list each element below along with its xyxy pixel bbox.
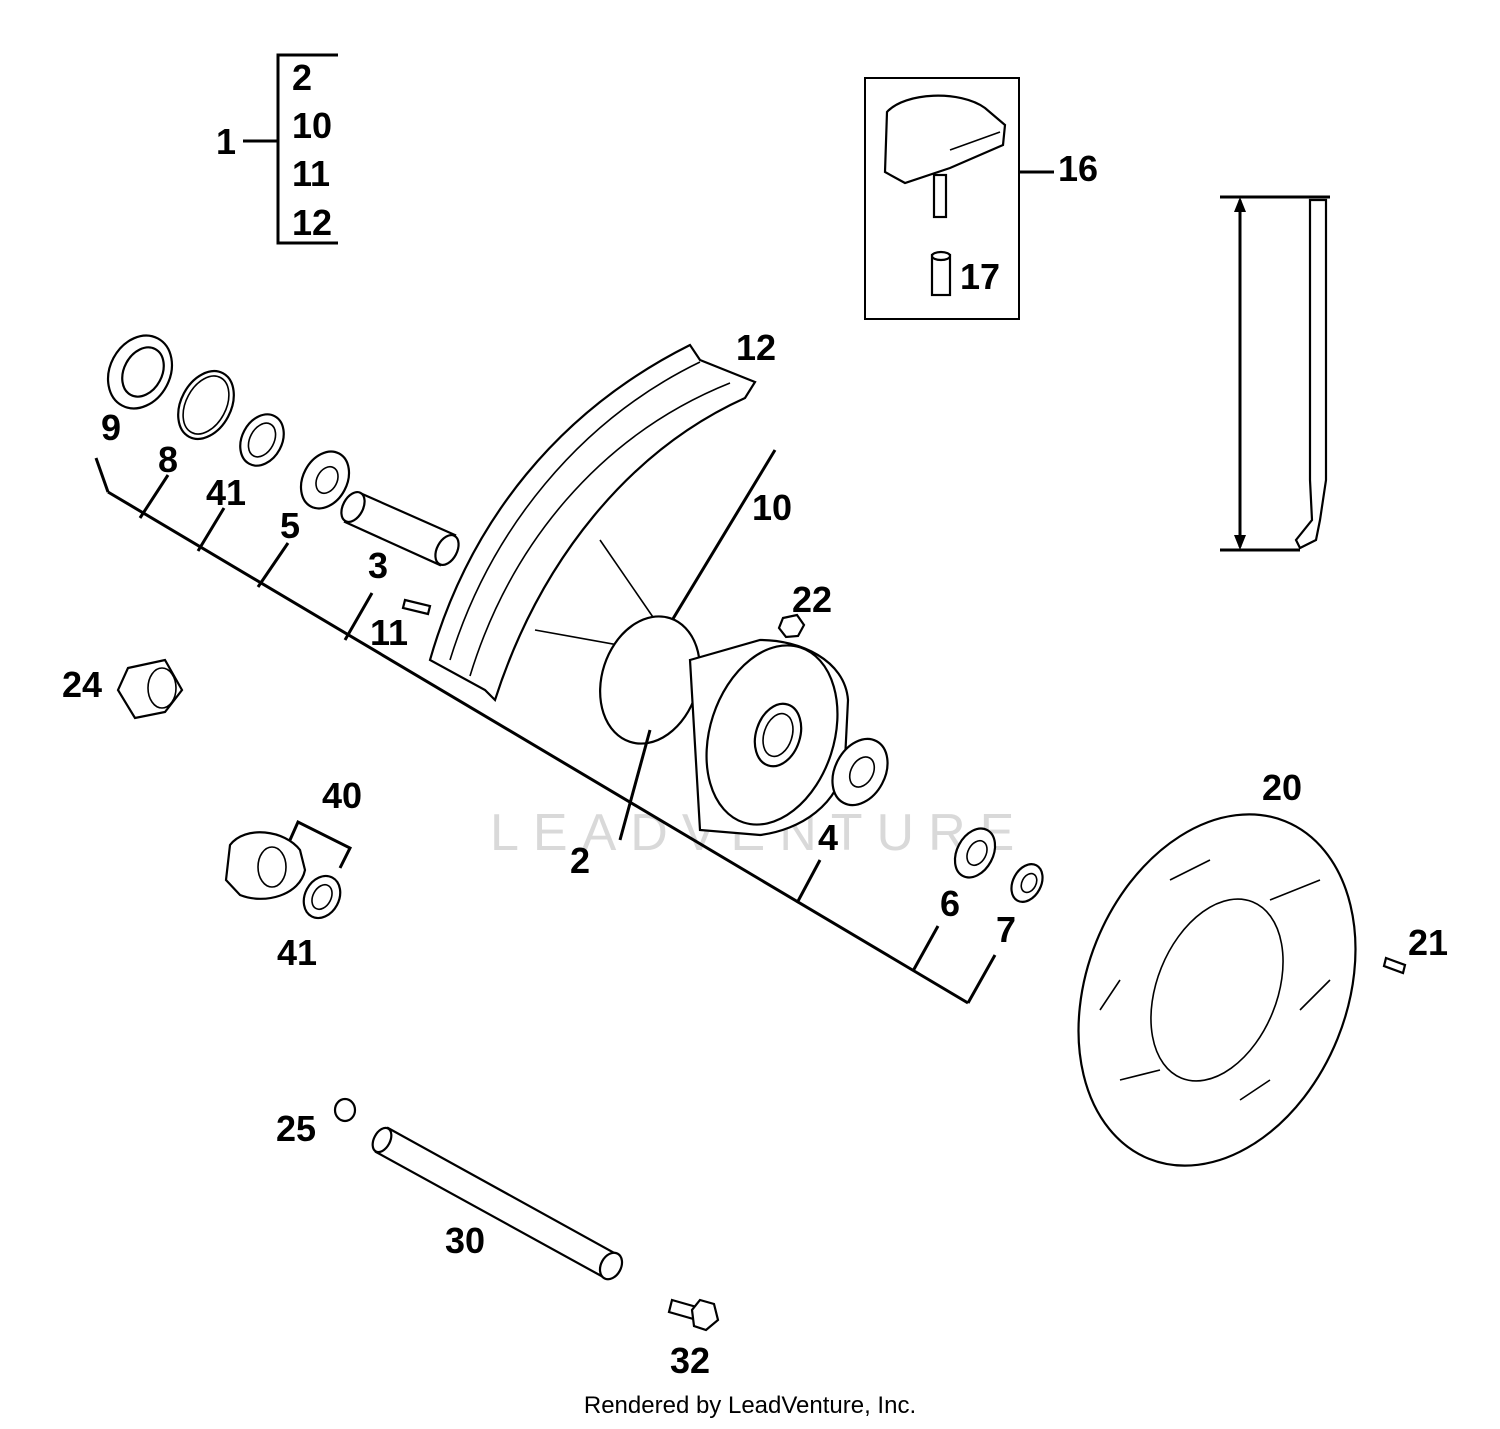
callout-17: 17 (960, 256, 1000, 297)
callout-41-top: 41 (206, 472, 246, 513)
spacer-part-right (1010, 863, 1044, 903)
callout-30: 30 (445, 1220, 485, 1261)
circlip-part (239, 413, 285, 467)
axle-bolt-part (667, 1298, 720, 1332)
leader-lines (618, 729, 652, 841)
bearing-part-left (299, 450, 351, 510)
callout-7: 7 (996, 909, 1016, 950)
bearing-part-right (831, 737, 889, 807)
callout-1-item-10: 10 (292, 105, 332, 146)
assembly-axis (94, 457, 997, 1005)
valve-box (864, 77, 1054, 320)
callout-21: 21 (1408, 922, 1448, 963)
callout-1-item-12: 12 (292, 202, 332, 243)
callout-40: 40 (322, 775, 362, 816)
rim-part (428, 343, 757, 703)
callout-10: 10 (752, 487, 792, 528)
brake-disc-part (1077, 813, 1357, 1167)
callout-25: 25 (276, 1108, 316, 1149)
callout-2: 2 (570, 840, 590, 881)
callout-20: 20 (1262, 767, 1302, 808)
callout-22: 22 (792, 579, 832, 620)
callout-24: 24 (62, 664, 102, 705)
seal-ring-part (106, 334, 174, 410)
callout-5: 5 (280, 505, 300, 546)
callout-3: 3 (368, 545, 388, 586)
callout-1-item-2: 2 (292, 57, 312, 98)
callout-1-item-11: 11 (292, 153, 330, 194)
speedo-drive-part (224, 819, 353, 900)
disc-bolt-part (1382, 956, 1407, 975)
valve-insert-part (930, 250, 952, 297)
callout-11: 11 (370, 612, 408, 653)
axle-part (371, 1126, 624, 1281)
hub-part (599, 615, 850, 837)
nipple-part (401, 598, 432, 616)
bushing-part (116, 658, 184, 720)
kit-bracket (243, 53, 338, 245)
callout-6: 6 (940, 883, 960, 924)
callout-8: 8 (158, 439, 178, 480)
spoke-dimension (1220, 195, 1330, 552)
callout-1: 1 (216, 121, 236, 162)
cap-part (333, 1097, 357, 1123)
callout-12: 12 (736, 327, 776, 368)
circlip-part-lower (302, 874, 342, 920)
callout-4: 4 (818, 817, 838, 858)
callout-16: 16 (1058, 148, 1098, 189)
callout-32: 32 (670, 1340, 710, 1381)
seal-part-right (953, 827, 997, 879)
o-ring-part (177, 370, 235, 440)
nut-part (777, 613, 806, 639)
footer-credit: Rendered by LeadVenture, Inc. (583, 1392, 917, 1419)
callout-41-bottom: 41 (277, 932, 317, 973)
callout-9: 9 (101, 407, 121, 448)
valve-cap-part (883, 94, 1007, 219)
spacer-tube-part (340, 491, 460, 567)
